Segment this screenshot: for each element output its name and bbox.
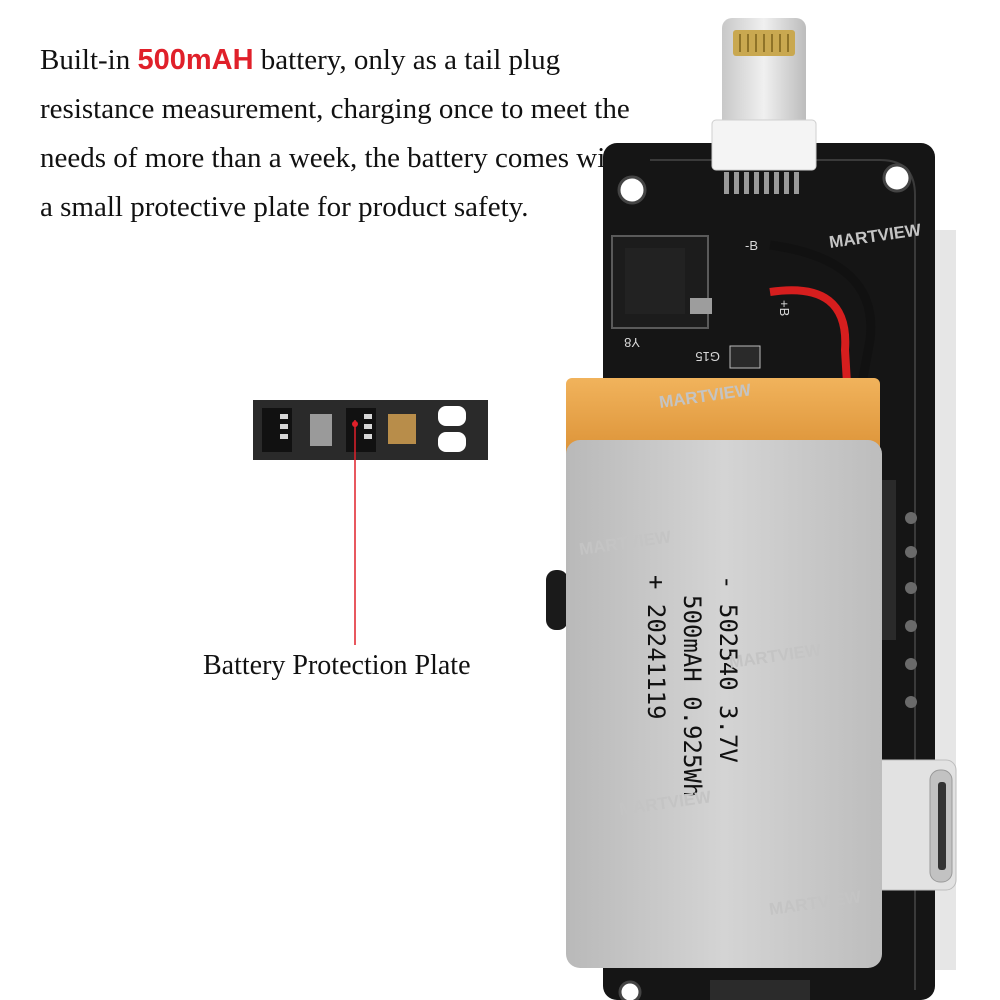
usb-c-tongue <box>938 782 946 870</box>
intro-prefix: Built-in <box>40 44 138 76</box>
silk-g15: G15 <box>695 349 720 364</box>
bottom-connector <box>710 980 810 1000</box>
plate-pad <box>438 406 466 426</box>
battery-model-voltage: - 502540 3.7V <box>714 575 742 763</box>
battery-capacity: 500mAH 0.925Wh <box>678 595 706 797</box>
edge-connector <box>880 480 896 640</box>
smd-component <box>729 345 761 369</box>
wire-negative <box>769 240 876 406</box>
plate-pad <box>438 432 466 452</box>
plate-capacitor <box>388 414 416 444</box>
plate-resistor <box>310 414 332 446</box>
wire-positive <box>769 286 852 401</box>
side-button <box>546 570 568 630</box>
mounting-hole <box>618 980 642 1000</box>
mounting-hole <box>617 175 647 205</box>
mounting-hole <box>882 163 912 193</box>
silk-b-plus: +B <box>777 300 792 316</box>
battery-date: + 20241119 <box>642 575 670 720</box>
silk-y8: Y8 <box>624 335 640 350</box>
intro-suffix: battery, only as a tail plug resistance … <box>40 44 630 223</box>
buzzer <box>625 248 685 314</box>
buzzer-pin <box>690 298 712 314</box>
callout-label: Battery Protection Plate <box>203 650 471 681</box>
callout-dot <box>352 421 358 427</box>
plug-collar <box>711 119 817 171</box>
battery-pouch <box>566 440 882 968</box>
intro-paragraph: Built-in 500mAH battery, only as a tail … <box>40 36 640 232</box>
silk-b-minus: -B <box>745 238 758 253</box>
capacity-highlight: 500mAH <box>137 44 254 76</box>
